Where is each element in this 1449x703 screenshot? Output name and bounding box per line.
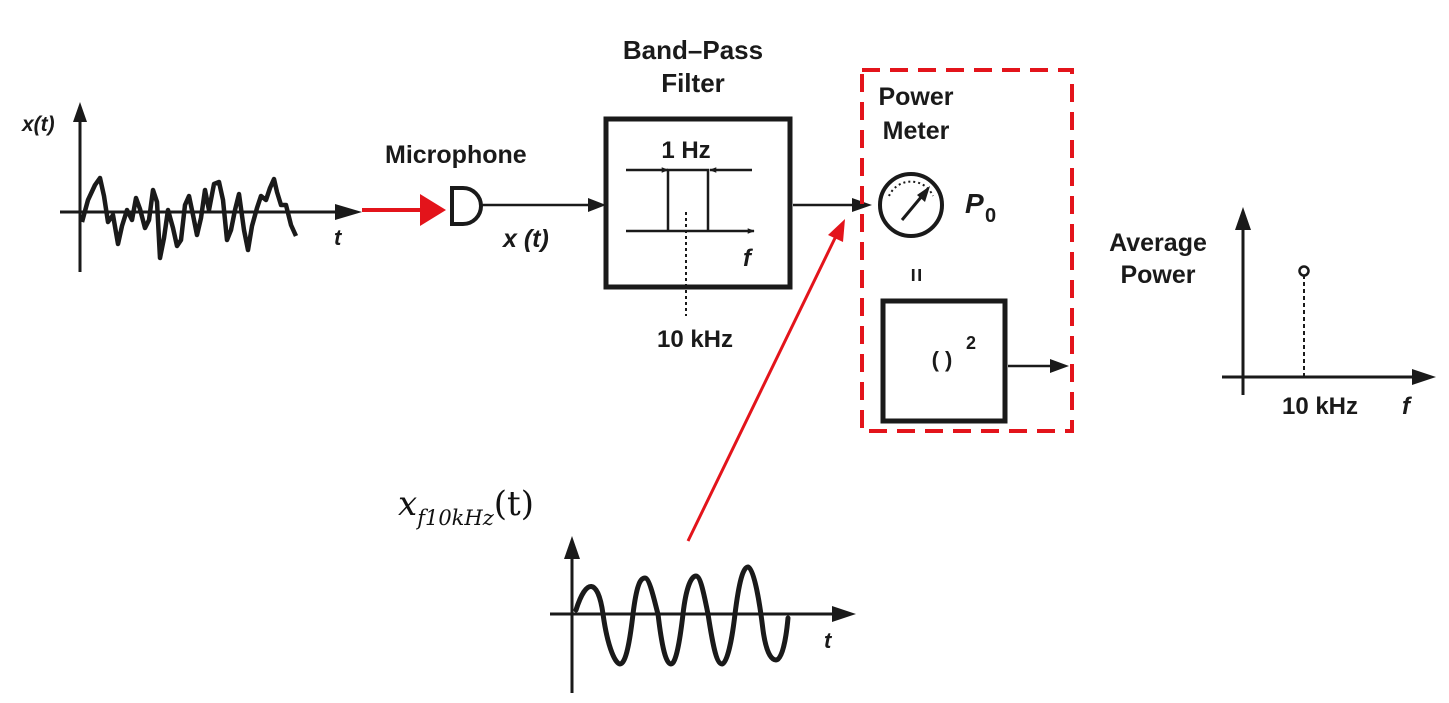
- average-power-y-arrowhead: [1235, 207, 1251, 230]
- filter-title-line1: Band–Pass: [623, 35, 763, 65]
- average-power-f-arrowhead: [1412, 369, 1436, 385]
- power-meter-title-line1: Power: [878, 83, 953, 111]
- power-meter-equivalence: =: [902, 268, 929, 282]
- filter-passband-shape: [666, 168, 710, 231]
- input-noise-waveform: [79, 175, 299, 261]
- average-power-f-label: f: [1402, 393, 1412, 420]
- filtered-signal-pointer-arrowhead: [828, 219, 845, 242]
- filter-center-frequency-label: 10 kHz: [657, 326, 733, 353]
- filtered-sine-waveform: [573, 564, 791, 667]
- power-meter-needle-tip: [917, 186, 930, 202]
- squarer-block: [880, 298, 1008, 424]
- input-t-label: t: [334, 225, 343, 250]
- input-y-arrowhead: [73, 102, 87, 122]
- power-meter: Power Meter P 0 = ( ) 2: [860, 68, 1074, 433]
- squarer-output-arrowhead: [1050, 359, 1069, 373]
- input-t-arrowhead: [335, 204, 362, 220]
- microphone-label: Microphone: [385, 141, 527, 169]
- filtered-signal-y-arrowhead: [564, 536, 580, 559]
- power-meter-reading: P: [965, 188, 984, 219]
- power-meter-dial-icon: [878, 172, 944, 238]
- filtered-signal-pointer-line: [686, 235, 838, 542]
- power-meter-dial-scale: [888, 180, 934, 197]
- squarer-label: ( ): [932, 347, 953, 372]
- average-power-spectral-point: [1298, 265, 1310, 277]
- filtered-signal-label: xf10kHz(t): [398, 484, 534, 530]
- input-y-label: x(t): [21, 113, 55, 136]
- squarer-exponent: 2: [966, 333, 976, 353]
- average-power-plot: Average Power 10 kHz f: [1109, 207, 1436, 420]
- filter-output-arrowhead: [852, 198, 872, 212]
- average-power-tick-label: 10 kHz: [1282, 393, 1358, 420]
- average-power-title-line2: Power: [1120, 261, 1195, 289]
- power-meter-highlight-box: [860, 68, 1074, 433]
- filtered-signal-t-arrowhead: [832, 606, 856, 622]
- filtered-signal-t-label: t: [824, 628, 833, 653]
- microphone-icon: [450, 186, 483, 226]
- sound-input-arrowhead: [420, 194, 446, 226]
- filter-block: [603, 116, 793, 290]
- microphone-output-arrowhead: [588, 198, 606, 212]
- input-signal-plot: x(t) t: [21, 102, 362, 272]
- microphone: Microphone x (t): [385, 141, 606, 253]
- filter-title-line2: Filter: [661, 68, 725, 98]
- power-meter-title-line2: Meter: [883, 117, 950, 145]
- band-pass-filter: Band–Pass Filter 1 Hz f 10 kHz: [603, 35, 872, 353]
- filter-f-label: f: [743, 245, 753, 272]
- power-meter-reading-subscript: 0: [985, 205, 996, 227]
- average-power-title-line1: Average: [1109, 229, 1207, 257]
- filtered-signal-plot: xf10kHz(t) t: [398, 484, 856, 693]
- filter-bandwidth-label: 1 Hz: [661, 137, 710, 164]
- microphone-output-label: x (t): [501, 225, 549, 253]
